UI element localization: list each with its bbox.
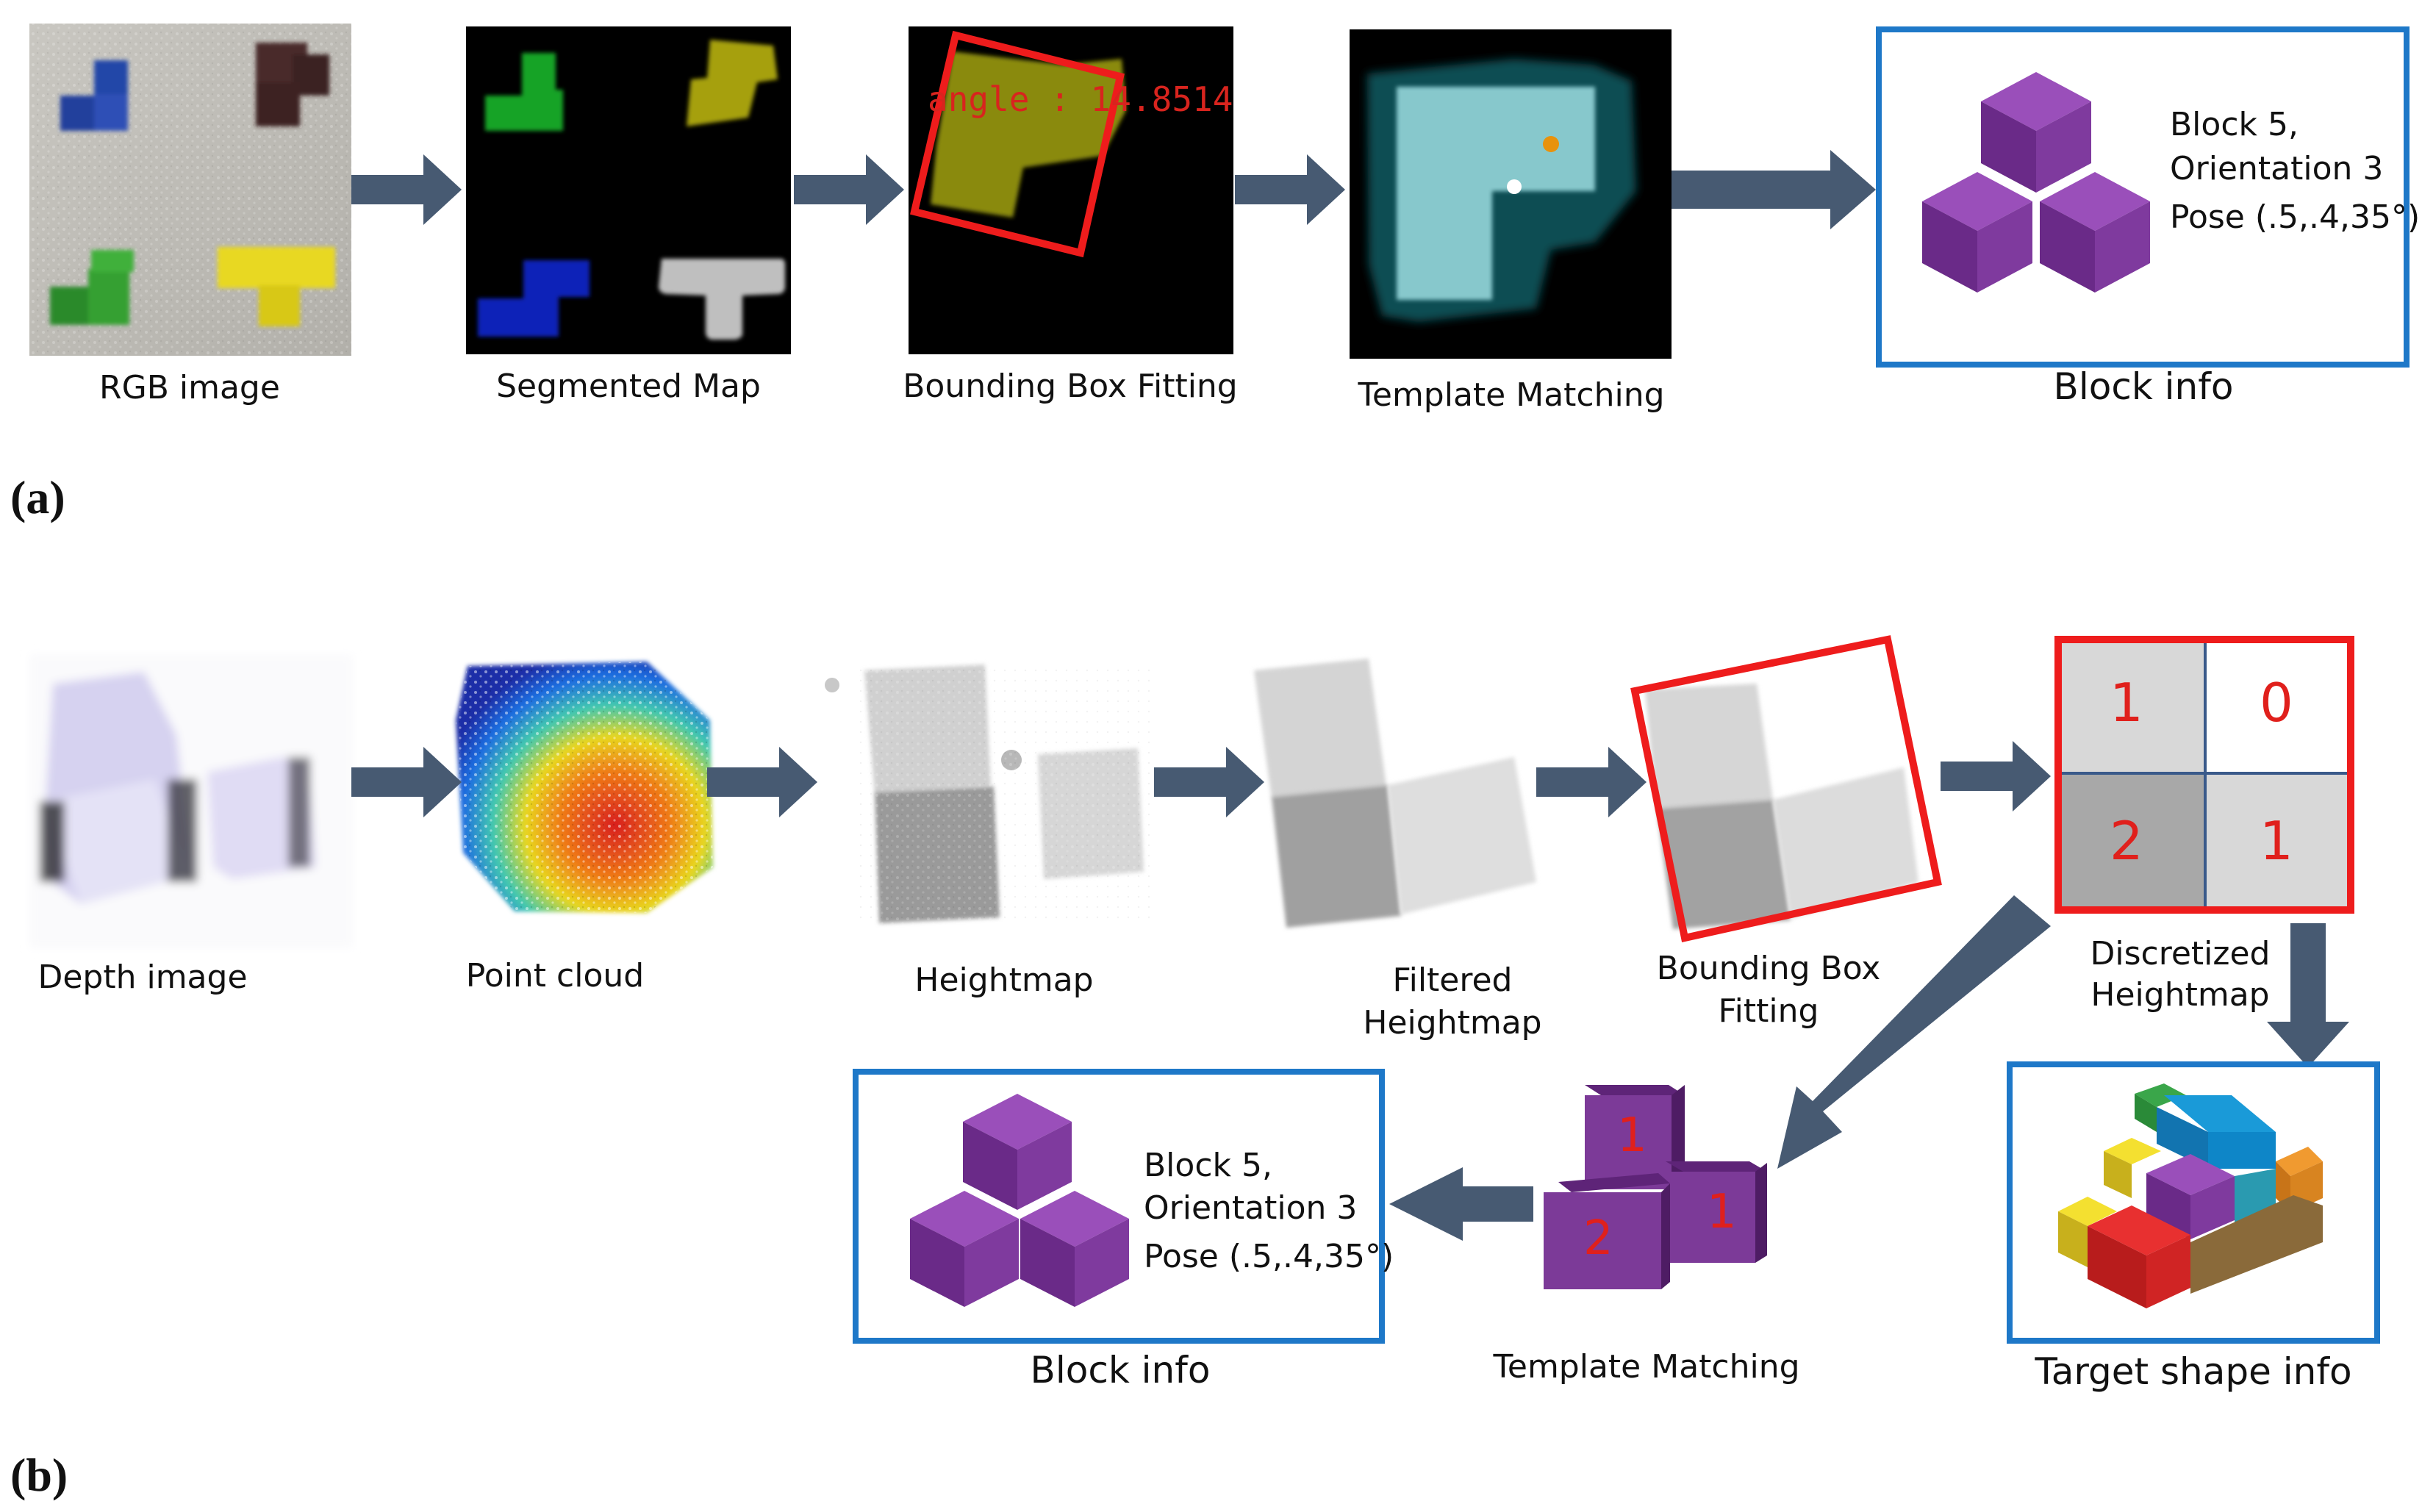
label-target-shape: Target shape info xyxy=(2035,1350,2352,1393)
template-matching-a xyxy=(1350,29,1672,359)
purple-cubes-b xyxy=(910,1094,1129,1307)
label-segmented-map: Segmented Map xyxy=(496,368,761,405)
grid-cell-bottom-left: 2 xyxy=(2110,810,2143,872)
label-bbox-b-line2: Fitting xyxy=(1718,992,1819,1030)
angle-readout: angle : 14.8514 xyxy=(928,79,1233,119)
bbox-fitting-b xyxy=(1630,635,1942,942)
purple-cubes-a xyxy=(1922,72,2150,293)
label-template-matching-b: Template Matching xyxy=(1493,1348,1800,1386)
label-discretized-line2: Heightmap xyxy=(2090,976,2270,1014)
depth-image xyxy=(29,654,353,948)
label-depth-image: Depth image xyxy=(37,959,248,996)
grid-cell-top-right: 0 xyxy=(2260,672,2293,734)
label-point-cloud: Point cloud xyxy=(465,957,645,995)
template-cubes-b xyxy=(1544,1085,1767,1289)
discretized-grid xyxy=(2054,636,2354,914)
arrow-b3 xyxy=(1154,747,1264,817)
grid-cell-top-left: 1 xyxy=(2110,672,2143,734)
rgb-image xyxy=(29,24,351,356)
arrow-b2 xyxy=(707,747,817,817)
arrow-b-down xyxy=(2267,923,2349,1067)
target-shape-frame xyxy=(2007,1061,2380,1344)
heightmap xyxy=(825,662,1153,926)
block-info-a-title: Block info xyxy=(2053,365,2234,408)
label-filtered-line1: Filtered xyxy=(1392,961,1513,999)
label-bbox-fitting-a: Bounding Box Fitting xyxy=(903,368,1238,405)
label-heightmap: Heightmap xyxy=(914,961,1094,999)
label-rgb-image: RGB image xyxy=(99,369,280,406)
panel-label-b: (b) xyxy=(10,1449,68,1501)
label-template-matching-a: Template Matching xyxy=(1358,376,1665,414)
template-cube-top-number: 1 xyxy=(1617,1108,1647,1163)
label-bbox-b-line1: Bounding Box xyxy=(1656,950,1881,987)
arrow-b4 xyxy=(1536,747,1647,817)
bbox-fitting-a xyxy=(909,26,1233,354)
arrow-b-left xyxy=(1389,1167,1533,1241)
template-cube-right-number: 1 xyxy=(1707,1185,1737,1239)
point-cloud xyxy=(456,662,713,913)
arrow-a3 xyxy=(1235,154,1345,225)
block-info-a-line2: Orientation 3 xyxy=(2170,150,2384,187)
template-cube-left-number: 2 xyxy=(1583,1211,1613,1266)
arrow-a2 xyxy=(794,154,904,225)
arrow-a1 xyxy=(351,154,462,225)
label-discretized-line1: Discretized xyxy=(2090,935,2271,972)
block-info-b-line2: Orientation 3 xyxy=(1144,1189,1358,1227)
block-info-a-line1: Block 5, xyxy=(2170,106,2299,143)
arrow-b-diagonal xyxy=(1777,895,2051,1169)
label-filtered-line2: Heightmap xyxy=(1363,1004,1542,1042)
panel-label-a: (a) xyxy=(10,471,65,523)
filtered-heightmap xyxy=(1254,659,1536,928)
target-shape-blocks xyxy=(2058,1083,2323,1308)
arrow-b5 xyxy=(1941,741,2051,811)
segmented-map xyxy=(466,26,791,354)
grid-cell-bottom-right: 1 xyxy=(2260,810,2293,872)
block-info-b-title: Block info xyxy=(1030,1349,1211,1391)
block-info-b-line3: Pose (.5,.4,35°) xyxy=(1144,1238,1394,1275)
block-info-a-line3: Pose (.5,.4,35°) xyxy=(2170,198,2421,236)
arrow-b1 xyxy=(351,747,462,817)
block-info-b-line1: Block 5, xyxy=(1144,1147,1272,1184)
arrow-a4 xyxy=(1669,150,1876,229)
